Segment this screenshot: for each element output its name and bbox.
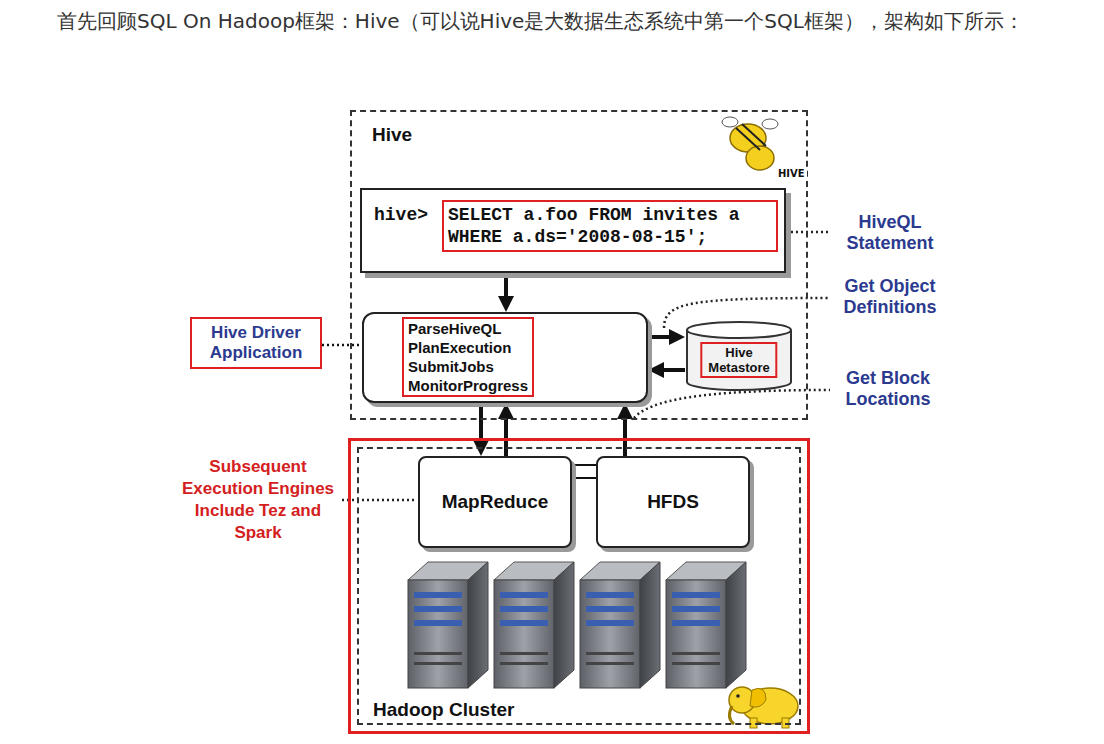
arrow-connector <box>623 409 627 456</box>
callout-label: Get Block Locations <box>834 368 942 410</box>
server-icon <box>408 562 488 688</box>
arrow-connector <box>504 409 508 456</box>
node-text: HFDS <box>647 491 699 513</box>
server-icon <box>580 562 660 688</box>
arrow-connector <box>648 335 679 339</box>
callout-label: Get Object Definitions <box>834 276 946 318</box>
hadoop-elephant-logo <box>729 687 798 728</box>
node-text: Hive Metastore <box>700 342 777 378</box>
arrow-connector <box>654 368 685 372</box>
arrow-connector <box>504 273 508 306</box>
node-text: ParseHiveQL PlanExecution SubmitJobs Mon… <box>402 317 534 397</box>
arrow-connector <box>572 465 596 478</box>
logo-text: HIVE <box>776 168 807 180</box>
node-text: Hive <box>372 124 412 146</box>
hive-boundary: hive> SELECT a.foo FROM invites a WHERE a… <box>350 110 808 420</box>
node-text: SELECT a.foo FROM invites a WHERE a.ds='… <box>442 200 778 252</box>
storage-box: HFDS <box>596 456 750 548</box>
metastore-cylinder: Hive Metastore <box>685 320 793 392</box>
hive-bee-logo <box>722 117 778 170</box>
callout-label: Subsequent Execution Engines Include Tez… <box>178 456 338 544</box>
engine-box: MapReduce <box>418 456 572 548</box>
dotted-connector <box>322 344 362 347</box>
leader-line <box>342 499 414 502</box>
command-box: hive> SELECT a.foo FROM invites a WHERE a… <box>360 188 786 273</box>
server-icon <box>666 562 746 688</box>
server-icon <box>494 562 574 688</box>
leader-line <box>781 231 830 234</box>
node-text: MapReduce <box>442 491 549 513</box>
cylinder-top <box>687 322 791 338</box>
node-text: Hive Driver Application <box>192 323 320 363</box>
leader-line <box>634 390 830 418</box>
node-text: Hadoop Cluster <box>373 699 514 721</box>
node-text: hive> <box>374 204 428 226</box>
callout-box: Hive Driver Application <box>190 317 322 369</box>
driver-box: ParseHiveQL PlanExecution SubmitJobs Mon… <box>362 312 648 403</box>
callout-label: HiveQL Statement <box>834 212 946 254</box>
cluster-boundary: MapReduce HFDS Hadoop Cluster <box>348 438 810 734</box>
arrow-connector <box>479 403 483 450</box>
intro-paragraph: 首先回顾SQL On Hadoop框架：Hive（可以说Hive是大数据生态系统… <box>5 6 1095 36</box>
